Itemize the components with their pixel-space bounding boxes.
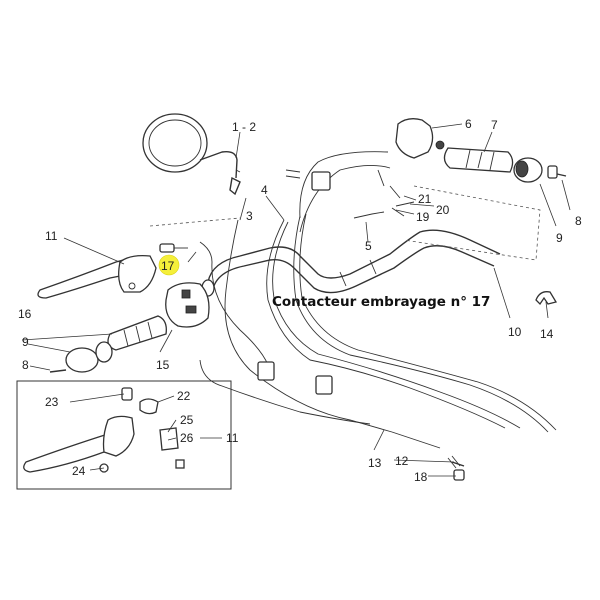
label-12: 12 [395,454,409,468]
leader-lines [21,123,571,477]
label-15: 15 [156,358,170,372]
label-10: 10 [508,325,522,339]
left-switch-housing [49,282,210,373]
label-3: 3 [246,209,253,223]
label-24: 24 [72,464,86,478]
bracket-part [535,291,558,306]
label-13: 13 [368,456,382,470]
connectors [257,169,415,395]
label-25: 25 [180,413,194,427]
adjuster-parts [447,455,465,481]
clutch-switch-17 [149,217,241,253]
label-8-right: 8 [575,214,582,228]
label-21: 21 [418,192,432,206]
label-20: 20 [436,203,450,217]
clutch-lever [37,254,157,299]
label-8-left: 8 [22,358,29,372]
handlebar-part [201,229,501,297]
label-11-inset: 11 [226,431,239,445]
inset-lever-assembly [23,387,185,473]
label-16: 16 [18,307,32,321]
label-9-right: 9 [556,231,563,245]
label-7: 7 [491,118,498,132]
cables [199,151,557,449]
label-19: 19 [416,210,430,224]
label-11-top: 11 [45,229,58,243]
throttle-assembly [395,118,567,183]
label-4: 4 [261,183,268,197]
label-17: 17 [161,259,175,273]
label-26: 26 [180,431,194,445]
caption: Contacteur embrayage n° 17 [272,294,490,310]
label-18: 18 [414,470,428,484]
highlight-marker [158,254,180,276]
mirror-part [142,113,241,196]
label-5: 5 [365,239,372,253]
label-6: 6 [465,117,472,131]
label-23: 23 [45,395,59,409]
label-14: 14 [540,327,554,341]
label-22: 22 [177,389,191,403]
label-9-left: 9 [22,335,29,349]
inset-box [16,380,232,490]
label-1-2: 1 - 2 [232,120,256,134]
